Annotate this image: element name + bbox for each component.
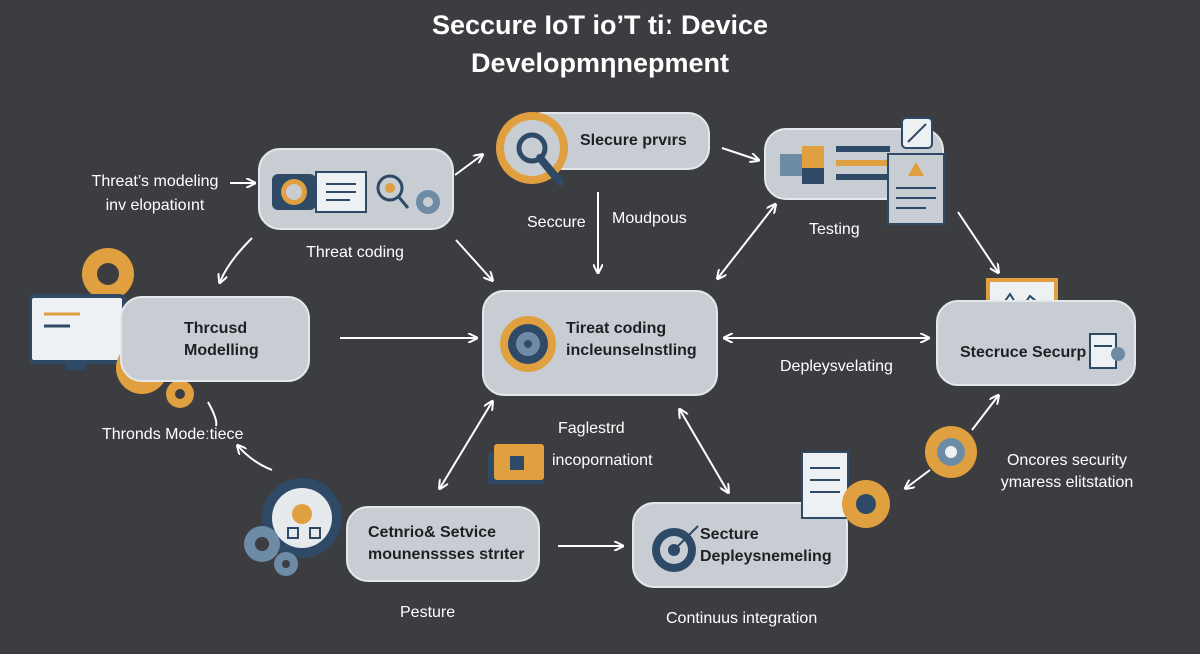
caption-threat-modeling-line2: inv elopatioınt	[105, 197, 205, 214]
node-threat-modelling-label-2: Modelling	[184, 342, 259, 359]
node-central-service-label-2: mounenssses strıter	[368, 546, 525, 563]
caption-oncores-line2: ymaress elitstation	[1000, 474, 1134, 491]
warning-icon	[925, 426, 977, 478]
document-icon	[1089, 333, 1125, 369]
node-secure-securp[interactable]: Stecruce Securp	[936, 300, 1136, 386]
arrow-testing-to-securp	[957, 211, 998, 272]
arrow-thronds-to-service	[238, 446, 273, 471]
lock-icon	[488, 444, 544, 484]
node-secure-proris-label: Slecure prvırs	[580, 132, 687, 149]
target-icon	[652, 525, 699, 572]
arrow-proris-to-testing	[721, 147, 758, 160]
arrow-threatcoding-to-proris	[454, 155, 482, 176]
arrow-oncores-to-securp	[971, 396, 998, 431]
caption-threat-coding: Threat coding	[306, 244, 404, 261]
node-secure-deploy-label-2: Depleysnemeling	[700, 548, 832, 565]
caption-oncores: Oncores security ymaress elitstation	[990, 450, 1144, 494]
node-secure-deploy[interactable]: Secture Depleysnemeling	[632, 502, 848, 588]
threat-coding-icons	[272, 171, 440, 214]
caption-faglestrd: Faglestrd	[558, 420, 625, 437]
node-threat-modelling-label-1: Thrcusd	[184, 320, 248, 337]
diagram-title: Seccure IoT io’T tiː Device Developmηnep…	[0, 6, 1200, 82]
document-icon	[887, 117, 945, 225]
caption-incopornation: incopornationt	[552, 452, 653, 469]
caption-seccure: Seccure	[527, 214, 586, 231]
arrow-center-deploy	[680, 410, 728, 492]
node-center-label-2: incleunselnstling	[566, 342, 697, 359]
document-gear-icon	[801, 451, 890, 528]
magnifier-icon	[496, 112, 568, 186]
gear-icon	[244, 478, 342, 576]
caption-pesture: Pesture	[400, 604, 456, 621]
caption-moudpous: Moudpous	[612, 210, 687, 227]
arrow-threatcoding-to-center	[455, 239, 492, 280]
title-line-1: Seccure IoT io’T tiː Device	[431, 10, 769, 40]
arrow-threatcoding-to-modelling	[220, 237, 253, 282]
node-secure-deploy-label-1: Secture	[700, 526, 759, 543]
node-threat-coding[interactable]	[258, 148, 454, 230]
target-icon	[500, 316, 556, 372]
caption-thronds: Thronds Modeːtiece	[102, 426, 244, 443]
node-central-service[interactable]: Cetnrio& Setvice mounenssses strıter	[346, 506, 540, 582]
puzzle-icon	[780, 146, 890, 184]
arrow-modelling-to-thronds	[207, 401, 218, 427]
caption-oncores-line1: Oncores security	[1006, 452, 1128, 469]
node-center-label-1: Tireat coding	[566, 320, 667, 337]
node-threat-modelling[interactable]: Thrcusd Modelling	[120, 296, 310, 382]
node-central-service-label-1: Cetnrio& Setvice	[368, 524, 497, 541]
arrow-oncores-to-deploy	[906, 469, 931, 488]
node-center[interactable]: Tireat coding incleunselnstling	[482, 290, 718, 396]
node-secure-securp-label: Stecruce Securp	[960, 344, 1087, 361]
caption-continuous: Continuus integration	[666, 610, 818, 627]
arrow-center-testing	[718, 205, 775, 278]
caption-threat-modeling-dev: Threat’s modeling inv elopatioınt	[80, 170, 230, 218]
title-line-2: Developmηnepment	[470, 48, 730, 78]
caption-threat-modeling-line1: Threat’s modeling	[91, 173, 219, 190]
arrow-service-center	[440, 402, 492, 488]
caption-deployment: Deplеysvelating	[780, 358, 893, 375]
caption-testing: Testing	[809, 221, 860, 238]
